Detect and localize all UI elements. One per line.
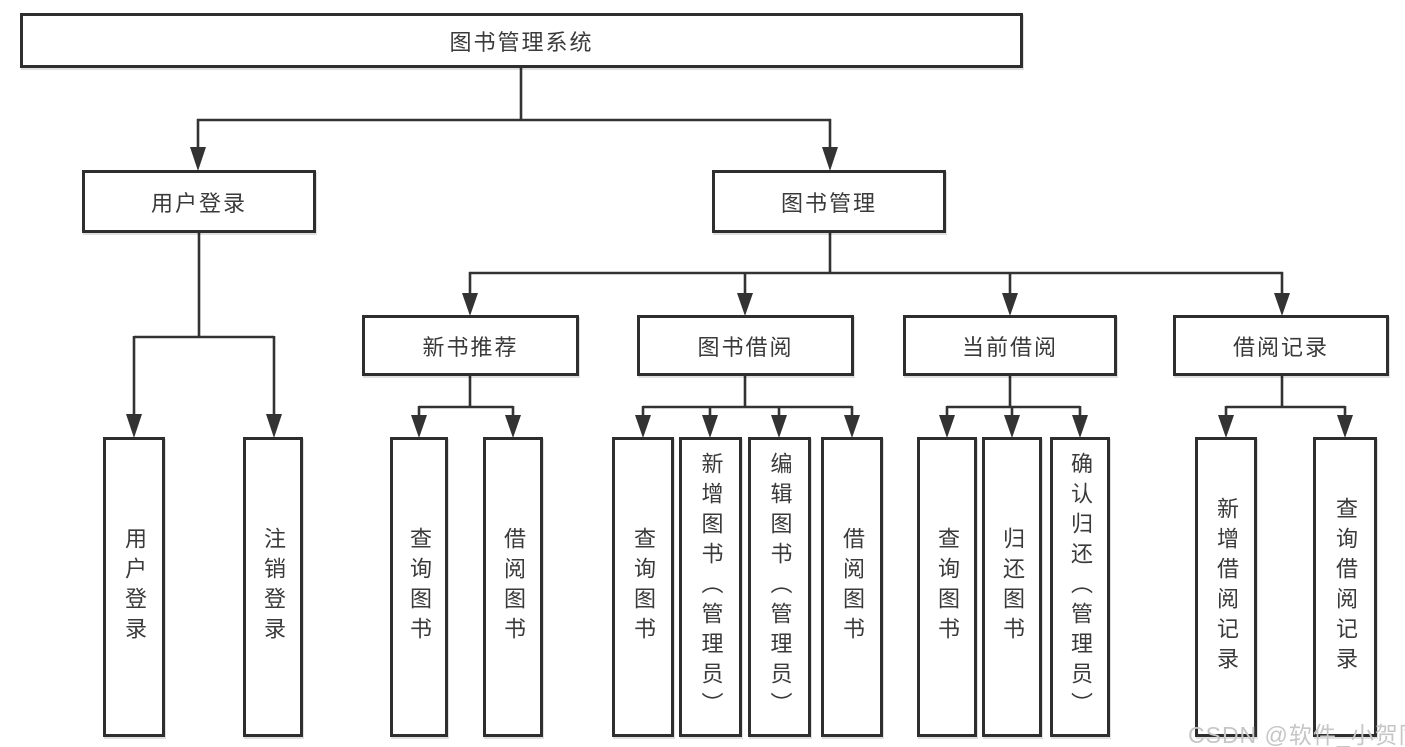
leaf-edit-books-admin: 编辑图书（管理员） — [748, 437, 811, 737]
arrowhead — [411, 415, 427, 438]
leaf-confirm-return-admin: 确认归还（管理员） — [1050, 437, 1110, 737]
arrowhead — [126, 414, 142, 438]
leaf-add-books-admin: 新增图书（管理员） — [679, 437, 742, 737]
arrowhead — [1274, 293, 1290, 316]
node-book-borrowing: 图书借阅 — [637, 315, 854, 376]
leaf-logout: 注销登录 — [243, 437, 303, 737]
arrowhead — [1002, 293, 1018, 316]
arrowhead — [1072, 415, 1088, 438]
leaf-user-login: 用户登录 — [103, 437, 165, 737]
arrowhead — [702, 415, 718, 438]
csdn-watermark: CSDN @软件_小贺同学 — [1188, 722, 1405, 747]
leaf-query-books-1: 查询图书 — [390, 437, 448, 737]
arrowhead — [1218, 415, 1234, 438]
arrowhead — [462, 293, 478, 316]
arrowhead — [822, 147, 838, 171]
arrowhead — [266, 414, 282, 438]
node-new-book-recommend: 新书推荐 — [362, 315, 579, 376]
node-user-login: 用户登录 — [82, 170, 316, 233]
arrowhead — [844, 415, 860, 438]
node-root: 图书管理系统 — [20, 13, 1023, 68]
node-book-management-label: 图书管理 — [780, 190, 877, 216]
node-root-label: 图书管理系统 — [449, 29, 594, 55]
leaf-borrow-books-2: 借阅图书 — [821, 437, 883, 737]
arrowhead — [737, 293, 753, 316]
leaf-return-books: 归还图书 — [982, 437, 1042, 737]
leaf-query-books-3: 查询图书 — [917, 437, 977, 737]
node-user-login-label: 用户登录 — [150, 190, 247, 216]
arrowhead — [505, 415, 521, 438]
node-current-borrowing: 当前借阅 — [903, 315, 1117, 376]
arrowhead — [771, 415, 787, 438]
node-book-management: 图书管理 — [712, 170, 946, 233]
arrowhead — [190, 147, 206, 171]
arrowhead — [1004, 415, 1020, 438]
leaf-add-borrow-record: 新增借阅记录 — [1195, 437, 1257, 737]
node-borrow-records: 借阅记录 — [1173, 315, 1389, 376]
arrowhead — [939, 415, 955, 438]
arrowhead — [635, 415, 651, 438]
node-new-book-recommend-label: 新书推荐 — [422, 334, 519, 360]
leaf-borrow-books-1: 借阅图书 — [483, 437, 543, 737]
node-book-borrowing-label: 图书借阅 — [697, 334, 794, 360]
leaf-query-borrow-record: 查询借阅记录 — [1313, 437, 1377, 737]
arrowhead — [1337, 415, 1353, 438]
leaf-query-books-2: 查询图书 — [612, 437, 674, 737]
node-current-borrowing-label: 当前借阅 — [961, 334, 1058, 360]
node-borrow-records-label: 借阅记录 — [1232, 334, 1329, 360]
